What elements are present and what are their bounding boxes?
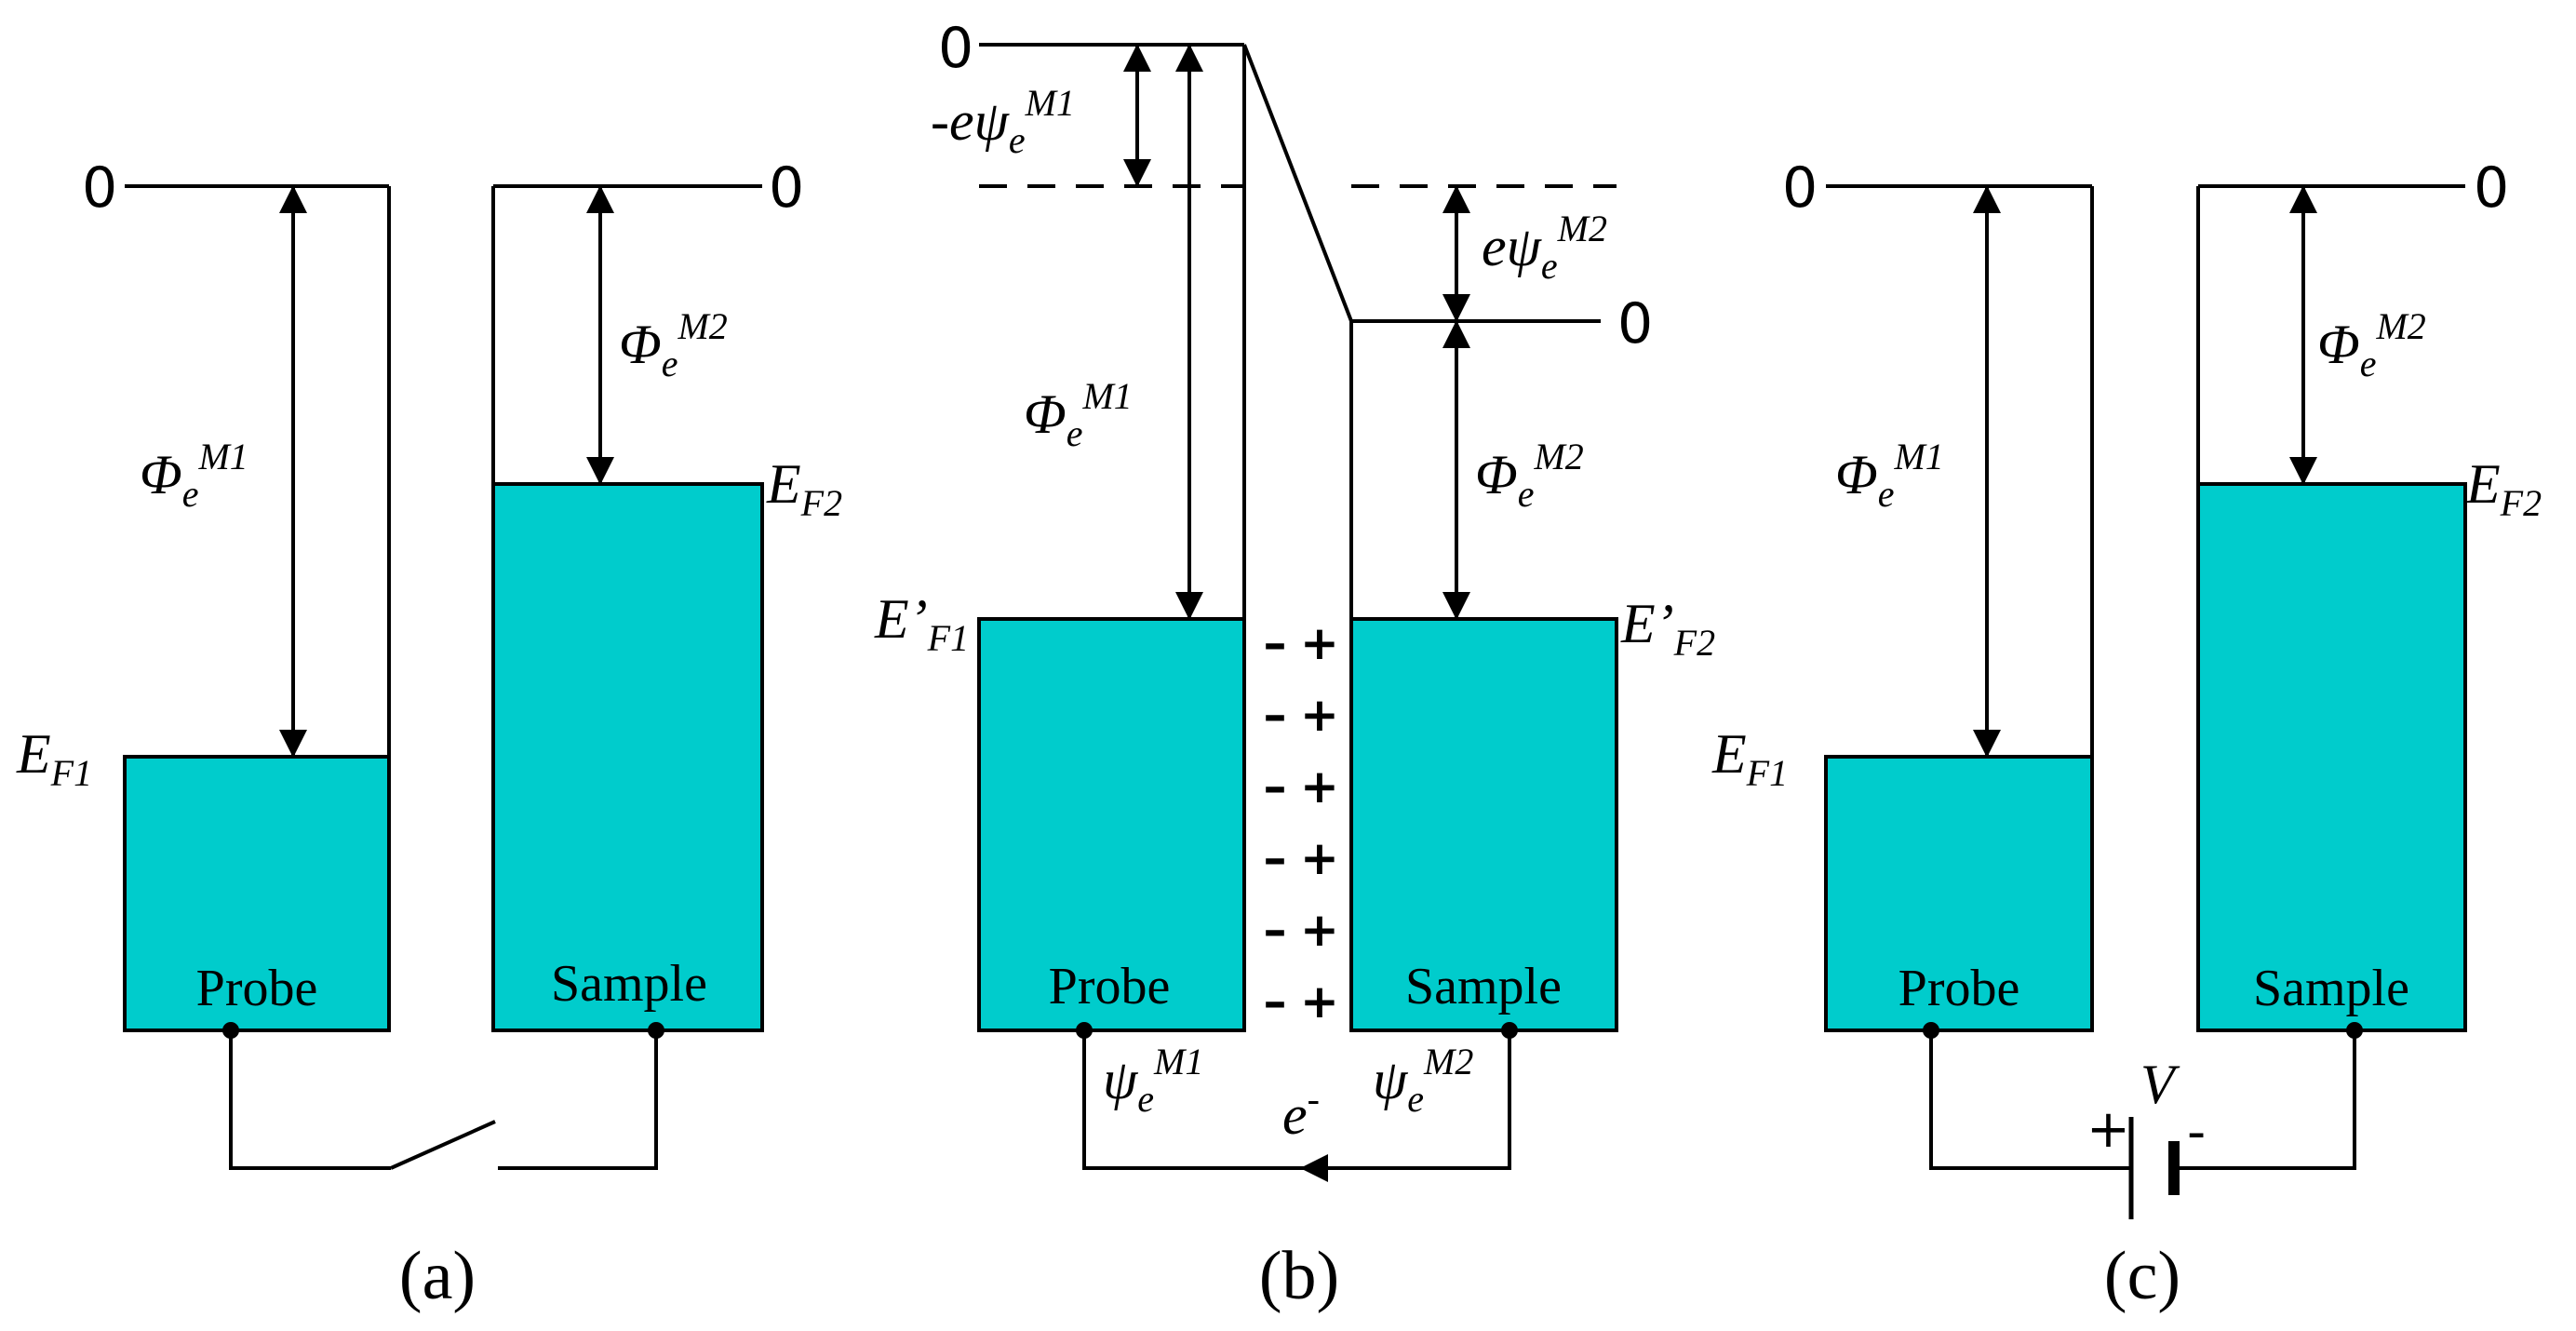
probe-surface-potential-label-b: ψeM1 xyxy=(1103,1041,1203,1120)
zero-label-b-top: 0 xyxy=(938,16,973,81)
panel-c: 0 0 ΦeM1 ΦeM2 EF1 EF2 Probe Sample + - V… xyxy=(1711,155,2542,1314)
vacuum-level-slope-b xyxy=(1242,44,1353,322)
battery-plus-label: + xyxy=(2086,1099,2130,1160)
sample-fermi-label-b: E’F2 xyxy=(1620,593,1715,664)
sample-wire-a xyxy=(498,1030,658,1170)
probe-fermi-label-b: E’F1 xyxy=(874,588,969,659)
zero-label-a-left: 0 xyxy=(82,155,117,221)
charge-plus: + xyxy=(1300,688,1339,742)
probe-wire-a xyxy=(229,1030,391,1170)
sample-label-b: Sample xyxy=(1405,958,1562,1015)
probe-workfunction-label-c: ΦeM1 xyxy=(1835,436,1944,515)
panel-b: 0 0 -eψeM1 eψeM2 ΦeM1 ΦeM2 E’F1 E’F2 – +… xyxy=(874,16,1715,1314)
charge-minus: – xyxy=(1264,688,1287,742)
zero-label-c-right: 0 xyxy=(2474,155,2509,221)
caption-a: (a) xyxy=(399,1238,476,1314)
sample-fermi-label-a: EF2 xyxy=(766,453,842,524)
caption-b: (b) xyxy=(1259,1238,1339,1314)
probe-workfunction-label-b: ΦeM1 xyxy=(1024,375,1133,454)
voltage-label: V xyxy=(2140,1054,2180,1115)
probe-band-b xyxy=(977,617,1246,1032)
charge-minus: – xyxy=(1264,616,1287,670)
sample-band-b xyxy=(1349,617,1618,1032)
probe-band-a xyxy=(123,755,391,1032)
surface-charges-b: – + – + – + – + – + – + xyxy=(1264,616,1339,1028)
sample-workfunction-label-c: ΦeM2 xyxy=(2317,305,2426,384)
probe-label-a: Probe xyxy=(196,960,318,1017)
charge-plus: + xyxy=(1300,903,1339,957)
sample-potential-label-b: eψeM2 xyxy=(1482,208,1607,287)
closed-circuit-wire-b xyxy=(1082,1030,1511,1170)
charge-minus: – xyxy=(1264,831,1287,885)
charge-minus: – xyxy=(1264,903,1287,957)
caption-c: (c) xyxy=(2104,1238,2180,1314)
probe-wire-c xyxy=(1929,1030,2131,1170)
electron-label-b: e- xyxy=(1282,1078,1320,1146)
sample-surface-potential-label-b: ψeM2 xyxy=(1373,1041,1473,1120)
probe-label-c: Probe xyxy=(1898,960,2020,1017)
charge-minus: – xyxy=(1264,975,1287,1028)
charge-minus: – xyxy=(1264,760,1287,813)
sample-band-a xyxy=(491,482,764,1032)
charge-plus: + xyxy=(1300,831,1339,885)
sample-label-a: Sample xyxy=(551,955,707,1013)
sample-wire-c xyxy=(2178,1030,2356,1170)
zero-label-c-left: 0 xyxy=(1782,155,1818,221)
probe-fermi-label-a: EF1 xyxy=(16,723,92,794)
sample-band-c xyxy=(2196,482,2467,1032)
zero-label-b-right: 0 xyxy=(1617,291,1653,356)
charge-plus: + xyxy=(1300,975,1339,1028)
zero-label-a-right: 0 xyxy=(769,155,804,221)
sample-workfunction-label-b: ΦeM2 xyxy=(1475,436,1584,515)
charge-plus: + xyxy=(1300,760,1339,813)
probe-potential-label-b: -eψeM1 xyxy=(931,82,1075,161)
open-switch-a xyxy=(390,1120,496,1170)
probe-band-c xyxy=(1824,755,2094,1032)
probe-workfunction-label-a: ΦeM1 xyxy=(140,436,248,515)
sample-workfunction-label-a: ΦeM2 xyxy=(619,305,728,384)
battery-minus-label: - xyxy=(2187,1102,2206,1163)
sample-label-c: Sample xyxy=(2253,960,2409,1017)
sample-fermi-label-c: EF2 xyxy=(2465,453,2542,524)
charge-plus: + xyxy=(1300,616,1339,670)
panel-a: 0 0 ΦeM1 ΦeM2 EF1 EF2 Probe Sample (a) xyxy=(16,155,842,1314)
probe-fermi-label-c: EF1 xyxy=(1711,723,1788,794)
probe-label-b: Probe xyxy=(1049,958,1171,1015)
